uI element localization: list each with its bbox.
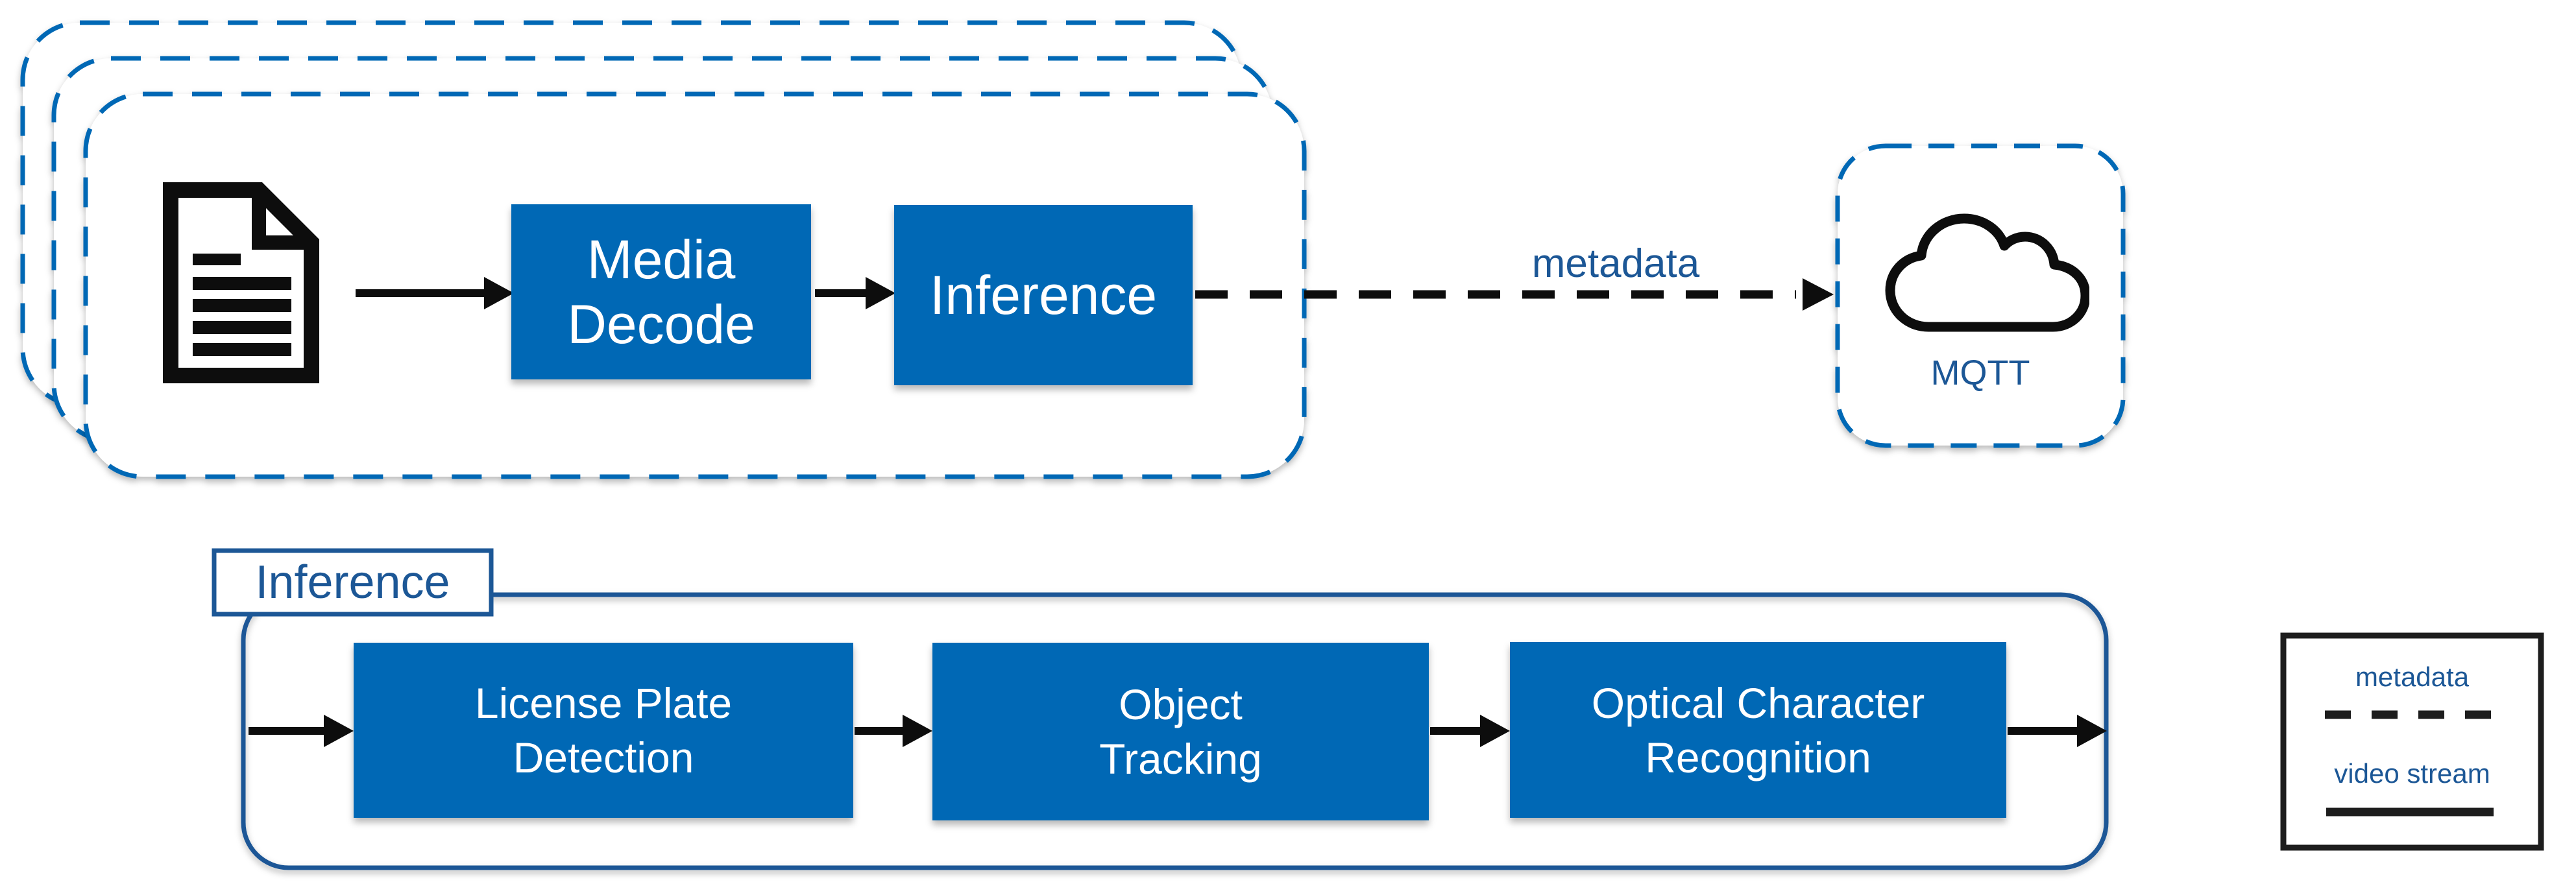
cloud-icon bbox=[1885, 213, 2089, 332]
metadata-arrow-label: metadata bbox=[1531, 241, 1700, 286]
inference-box-label: Inference bbox=[929, 265, 1158, 326]
mqtt-label: MQTT bbox=[1930, 353, 2030, 392]
document-text-lines bbox=[193, 254, 291, 356]
object-tracking-box: Object Tracking bbox=[932, 643, 1429, 820]
license-plate-detection-box: License Plate Detection bbox=[354, 643, 853, 818]
legend-video-stream-label: video stream bbox=[2334, 758, 2490, 789]
metadata-arrow bbox=[1195, 278, 1834, 311]
lpd-line-1: License Plate bbox=[474, 679, 733, 727]
ocr-line-2: Recognition bbox=[1645, 733, 1871, 782]
lpd-line-2: Detection bbox=[513, 734, 694, 782]
legend-box bbox=[2280, 632, 2544, 851]
ocr-box: Optical Character Recognition bbox=[1510, 642, 2006, 818]
ocr-line-1: Optical Character bbox=[1591, 678, 1925, 727]
media-decode-box: Media Decode bbox=[511, 204, 811, 379]
media-decode-line-1: Media bbox=[587, 229, 736, 290]
tracking-line-2: Tracking bbox=[1099, 735, 1262, 783]
arrow-out-of-ocr bbox=[2008, 715, 2107, 747]
arrow-source-to-media-decode bbox=[356, 277, 514, 309]
inference-detail-title: Inference bbox=[255, 556, 450, 608]
arrow-into-license-plate-detection bbox=[249, 715, 354, 747]
document-icon bbox=[163, 182, 319, 383]
tracking-line-1: Object bbox=[1119, 680, 1243, 728]
legend-metadata-label: metadata bbox=[2355, 662, 2470, 692]
inference-title-box bbox=[212, 548, 494, 617]
media-decode-line-2: Decode bbox=[567, 294, 755, 355]
arrow-tracking-to-ocr bbox=[1430, 715, 1510, 747]
arrow-media-decode-to-inference bbox=[815, 277, 895, 309]
inference-box: Inference bbox=[894, 205, 1193, 385]
arrow-lpd-to-object-tracking bbox=[855, 715, 932, 747]
